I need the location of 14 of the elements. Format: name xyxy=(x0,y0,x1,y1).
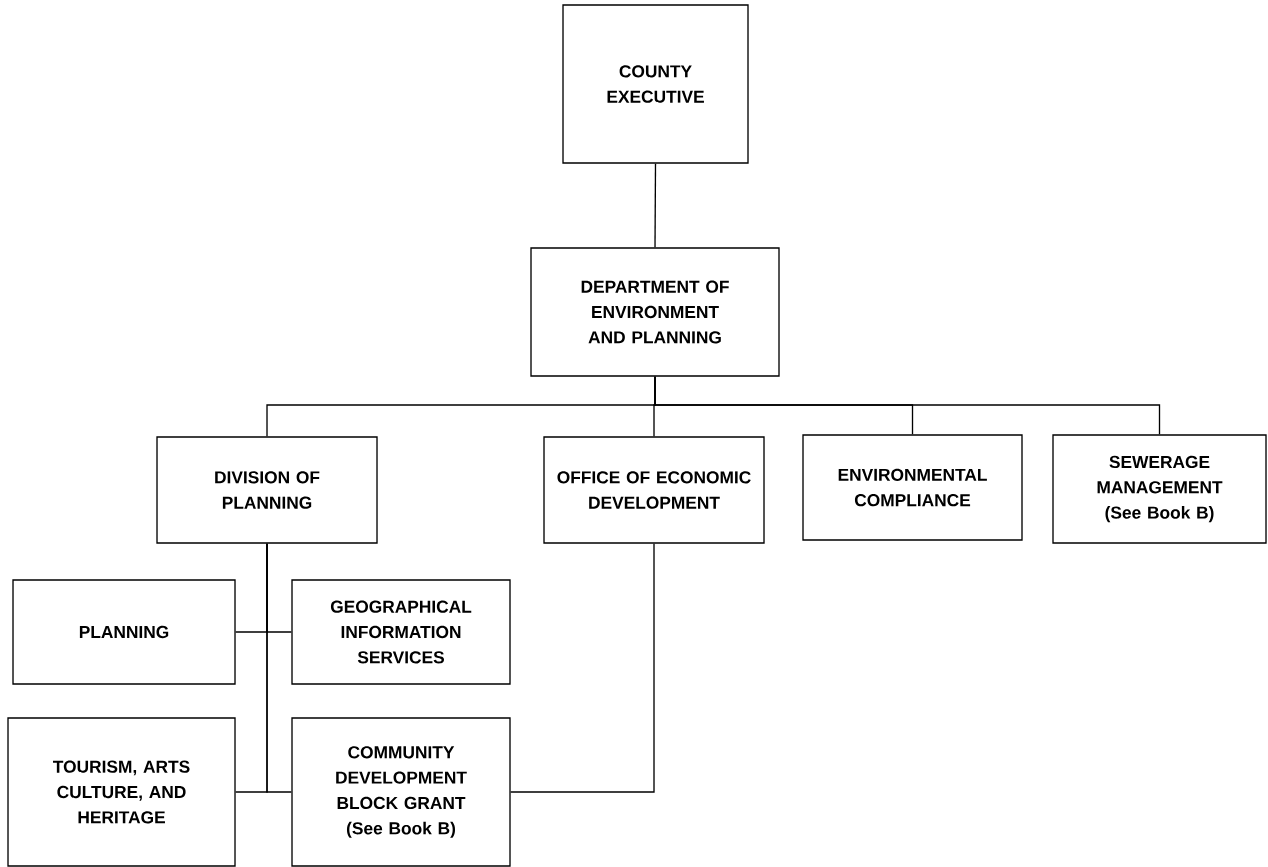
org-box: COUNTY EXECUTIVE xyxy=(562,4,749,164)
connector-line xyxy=(510,543,655,793)
org-box: DEPARTMENT OF ENVIRONMENT AND PLANNING xyxy=(530,247,780,377)
org-box: SEWERAGE MANAGEMENT (See Book B) xyxy=(1052,434,1267,544)
org-box: PLANNING xyxy=(12,579,236,685)
org-box: GEOGRAPHICAL INFORMATION SERVICES xyxy=(291,579,511,685)
org-box: COMMUNITY DEVELOPMENT BLOCK GRANT (See Book B) xyxy=(291,717,511,867)
connector-line xyxy=(654,376,1161,435)
org-box: TOURISM, ARTS CULTURE, AND HERITAGE xyxy=(7,717,236,867)
org-box: OFFICE OF ECONOMIC DEVELOPMENT xyxy=(543,436,765,544)
org-box: ENVIRONMENTAL COMPLIANCE xyxy=(802,434,1023,541)
org-box: DIVISION OF PLANNING xyxy=(156,436,378,544)
connector-line xyxy=(654,163,657,248)
connector-line xyxy=(266,543,292,793)
